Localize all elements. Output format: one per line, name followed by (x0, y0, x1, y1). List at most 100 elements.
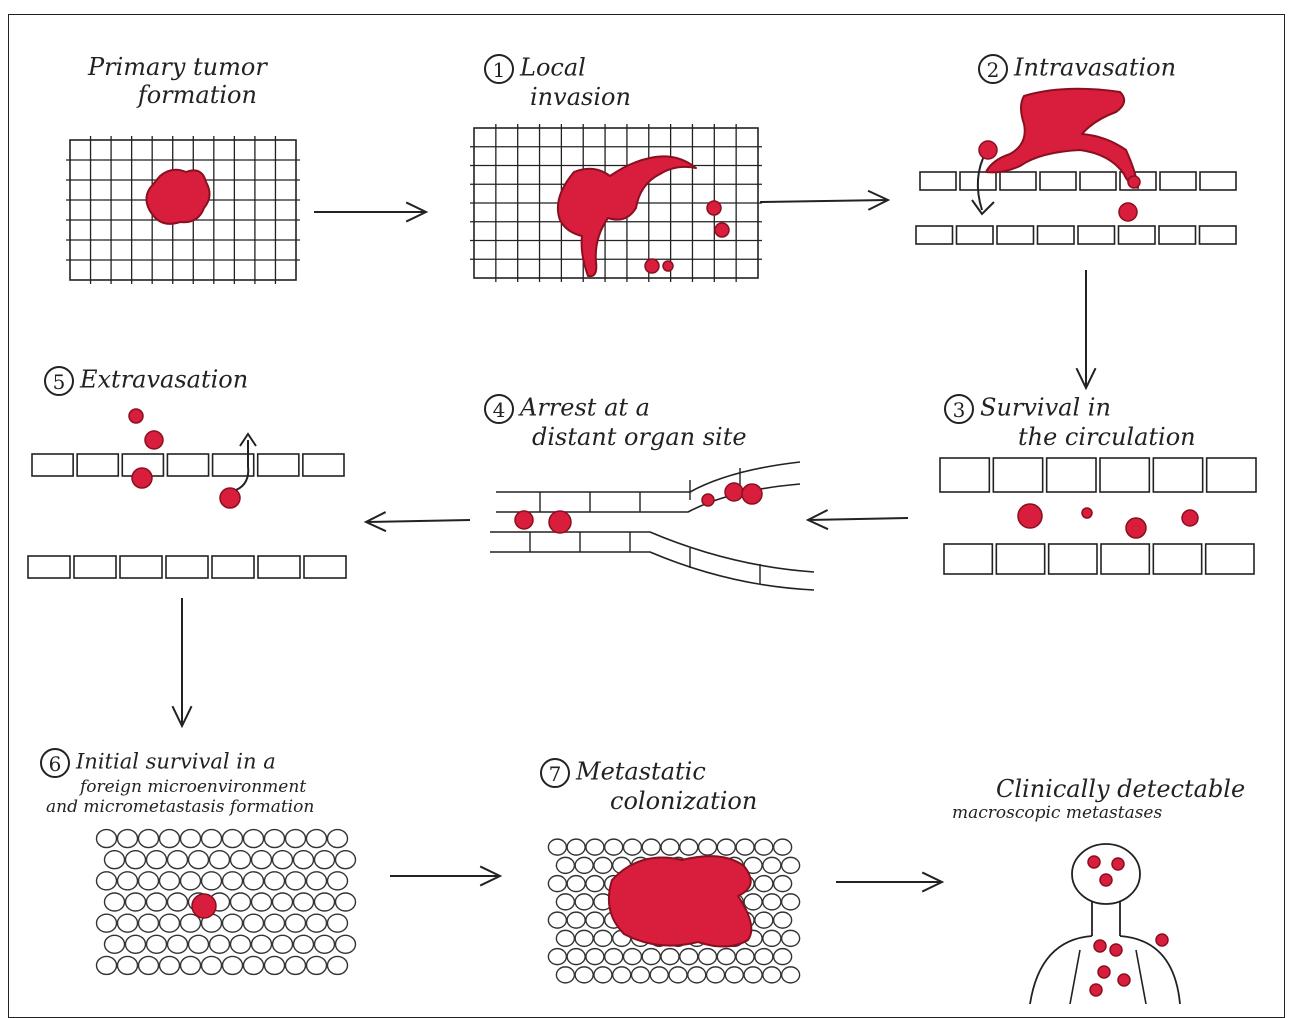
vessel-wall-segment (258, 454, 299, 476)
label-primary-tumor: Primary tumor formation (88, 54, 267, 109)
label-line: Extravasation (80, 366, 248, 394)
tissue-cell (189, 935, 209, 953)
tissue-cell (586, 912, 604, 928)
tissue-cell (97, 956, 117, 974)
label-line: Intravasation (1014, 54, 1176, 82)
vessel-wall-segment (1049, 544, 1097, 574)
tissue-cell (744, 894, 762, 910)
label-line: Survival in (980, 394, 1111, 422)
tissue-cell (328, 956, 348, 974)
tissue-cell (273, 893, 293, 911)
tissue-cell (575, 857, 593, 873)
vessel-wall-bottom (490, 552, 814, 590)
tissue-cell (594, 967, 612, 983)
tissue-cell (202, 872, 222, 890)
tissue-cell (126, 851, 146, 869)
label-line: Local (520, 54, 586, 82)
vessel-wall-segment (304, 556, 346, 578)
vessel-wall-segment (166, 556, 208, 578)
tumor-cell (1082, 508, 1092, 518)
tissue-cell (231, 851, 251, 869)
vessel-wall-segment (1206, 544, 1254, 574)
vessel-wall-segment (1207, 458, 1256, 492)
local-invasion-grid (470, 124, 762, 282)
tissue-cell (336, 851, 356, 869)
tissue-cell (244, 956, 264, 974)
tumor-cell (1119, 203, 1137, 221)
tissue-cell (774, 876, 792, 892)
body-neck (1092, 902, 1120, 936)
label-final: Clinically detectable macroscopic metast… (952, 776, 1245, 823)
tissue-cell (252, 851, 272, 869)
tissue-cell (680, 839, 698, 855)
tissue-cell (307, 956, 327, 974)
arrow-head (972, 200, 994, 214)
tumor-cell (979, 141, 997, 159)
tissue-cell (210, 851, 230, 869)
vessel-wall-segment (1080, 172, 1116, 190)
step-number: 5 (44, 366, 74, 396)
tissue-cell (160, 956, 180, 974)
tissue-cell (763, 930, 781, 946)
tissue-cell (286, 830, 306, 848)
tissue-cell (688, 967, 706, 983)
step-number: 4 (484, 394, 514, 424)
vessel-wall-segment (1200, 172, 1236, 190)
label-line: Primary tumor (88, 54, 267, 82)
tissue-cell (605, 839, 623, 855)
tissue-cell (244, 914, 264, 932)
tissue-cell (586, 839, 604, 855)
human-body-figure (1030, 844, 1180, 1004)
tissue-cell (265, 956, 285, 974)
colonization-tissue (548, 839, 799, 983)
vessel-wall-segment (916, 226, 953, 244)
step-number: 6 (40, 748, 70, 778)
tissue-cell (755, 912, 773, 928)
tissue-cell (567, 949, 585, 965)
vessel-wall-segment (32, 454, 73, 476)
tumor-cell (702, 494, 714, 506)
tumor-cell (645, 259, 659, 273)
tissue-cell (231, 893, 251, 911)
tissue-cell (782, 857, 800, 873)
tumor-cell (1090, 984, 1102, 996)
tissue-cell (118, 956, 138, 974)
tissue-cell (763, 857, 781, 873)
step-number: 7 (540, 758, 570, 788)
tissue-cell (586, 949, 604, 965)
vessel-wall-segment (1047, 458, 1096, 492)
tissue-cell (782, 967, 800, 983)
tumor-cell (1100, 874, 1112, 886)
tumor-cell (707, 201, 721, 215)
vessel-wall-segment (258, 556, 300, 578)
tissue-cell (556, 930, 574, 946)
label-line: Initial survival in a (76, 750, 276, 774)
label-line: foreign microenvironment (40, 778, 314, 798)
label-line: Arrest at a (520, 394, 650, 422)
vessel-wall-segment (993, 458, 1042, 492)
step-number: 2 (978, 54, 1008, 84)
tissue-cell (774, 839, 792, 855)
tissue-cell (755, 876, 773, 892)
tumor-cell (145, 431, 163, 449)
tissue-cell (118, 872, 138, 890)
tissue-cell (265, 872, 285, 890)
tissue-cell (252, 893, 272, 911)
tissue-cell (315, 893, 335, 911)
vessel-wall-segment (1160, 172, 1196, 190)
tumor-cell (742, 484, 762, 504)
tissue-cell (244, 830, 264, 848)
vessel-wall-segment (1101, 544, 1149, 574)
tissue-cell (126, 935, 146, 953)
tissue-cell (273, 935, 293, 953)
tissue-cell (567, 839, 585, 855)
tissue-cell (755, 949, 773, 965)
tissue-cell (717, 949, 735, 965)
tissue-cell (699, 949, 717, 965)
tissue-cell (147, 893, 167, 911)
tumor-cell (1128, 176, 1140, 188)
label-line: distant organ site (484, 424, 747, 452)
